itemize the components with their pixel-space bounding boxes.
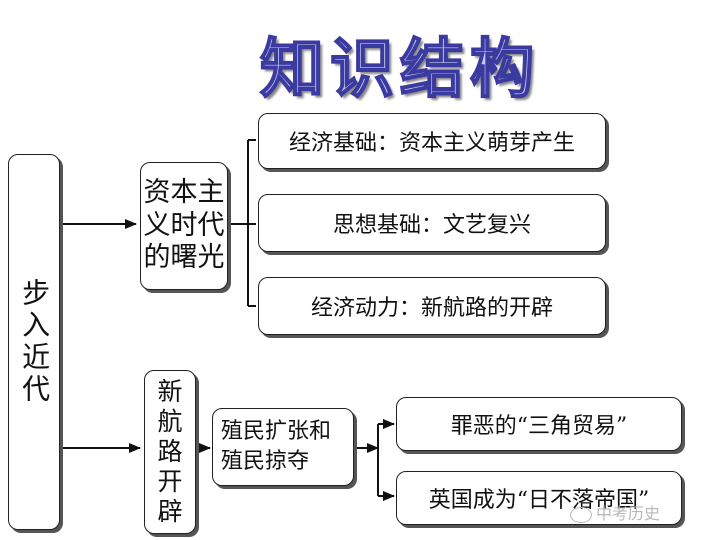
watermark: 中考历史	[570, 500, 660, 524]
branch-box-new-routes: 新 航 路 开 辟	[144, 370, 196, 534]
child-economic-driver: 经济动力：新航路的开辟	[258, 277, 606, 335]
branch-char: 开	[157, 467, 183, 496]
middle-box-colonial: 殖民扩张和 殖民掠夺	[212, 408, 354, 486]
middle-line: 殖民扩张和	[221, 419, 332, 445]
child-triangle-trade: 罪恶的“三角贸易”	[396, 397, 682, 451]
branch-char: 新	[157, 377, 183, 406]
root-box: 步入近代	[8, 154, 60, 530]
child-label: 经济基础：资本主义萌芽产生	[288, 131, 575, 156]
page-title: 知识结构	[259, 32, 540, 108]
branch-char: 路	[157, 437, 183, 466]
middle-label: 殖民扩张和 殖民掠夺	[213, 409, 353, 485]
child-label: 经济动力：新航路的开辟	[310, 296, 553, 321]
branch-char: 辟	[157, 497, 183, 526]
child-economic-base: 经济基础：资本主义萌芽产生	[258, 113, 606, 169]
branch-box-dawn: 资本主 义时代 的曙光	[140, 162, 228, 290]
branch-char: 航	[157, 407, 183, 436]
child-sun-never-sets: 英国成为“日不落帝国”	[396, 471, 682, 525]
branch-line: 义时代	[143, 209, 225, 241]
root-char: 步入近代	[18, 278, 52, 406]
child-label: 英国成为“日不落帝国”	[428, 488, 650, 513]
branch-line: 资本主	[143, 176, 225, 208]
child-ideological-base: 思想基础：文艺复兴	[258, 194, 606, 252]
child-label: 思想基础：文艺复兴	[332, 213, 531, 238]
branch-label-new-routes: 新 航 路 开 辟	[145, 371, 195, 533]
root-label: 步入近代	[9, 155, 59, 529]
branch-line: 的曙光	[143, 242, 225, 274]
wechat-icon	[570, 506, 592, 523]
watermark-text: 中考历史	[596, 504, 661, 523]
child-label: 罪恶的“三角贸易”	[450, 414, 628, 439]
branch-label-dawn: 资本主 义时代 的曙光	[141, 163, 227, 289]
middle-line: 殖民掠夺	[221, 449, 310, 474]
